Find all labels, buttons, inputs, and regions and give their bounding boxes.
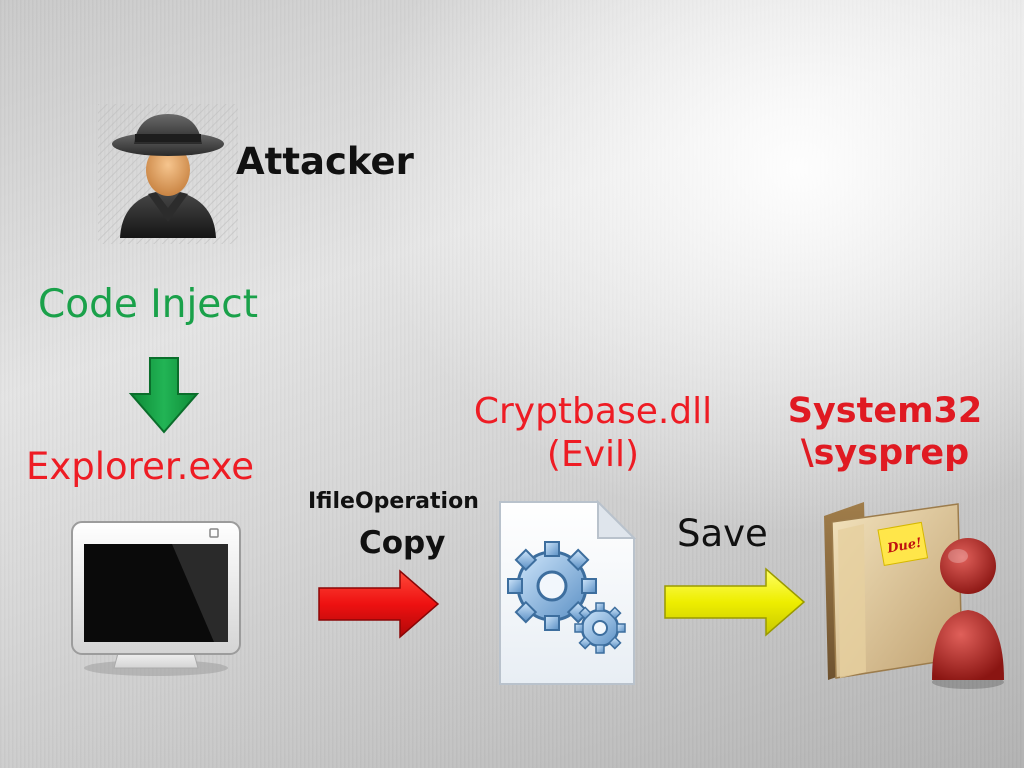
folder-user-icon: Due!	[824, 502, 1004, 689]
system32-sysprep-label: System32 \sysprep	[780, 390, 990, 474]
folder-note-text: Due!	[885, 536, 923, 557]
cryptbase-label: Cryptbase.dll (Evil)	[458, 390, 728, 476]
cryptbase-evil: (Evil)	[546, 434, 640, 476]
attacker-spy-icon	[98, 104, 238, 244]
sysprep-line: \sysprep	[800, 433, 970, 473]
cryptbase-name: Cryptbase.dll	[473, 391, 713, 432]
copy-label: Copy	[359, 525, 446, 561]
explorer-label: Explorer.exe	[26, 445, 255, 488]
ifileoperation-label: IfileOperation	[308, 489, 479, 514]
attacker-label: Attacker	[236, 140, 414, 183]
monitor-icon	[71, 521, 241, 676]
gear-document-icon	[499, 499, 637, 685]
save-arrow-icon	[664, 567, 806, 637]
system32-line: System32	[787, 391, 983, 431]
copy-arrow-icon	[318, 569, 440, 639]
down-arrow-icon	[128, 357, 200, 434]
code-inject-label: Code Inject	[38, 282, 259, 327]
save-label: Save	[677, 512, 768, 555]
